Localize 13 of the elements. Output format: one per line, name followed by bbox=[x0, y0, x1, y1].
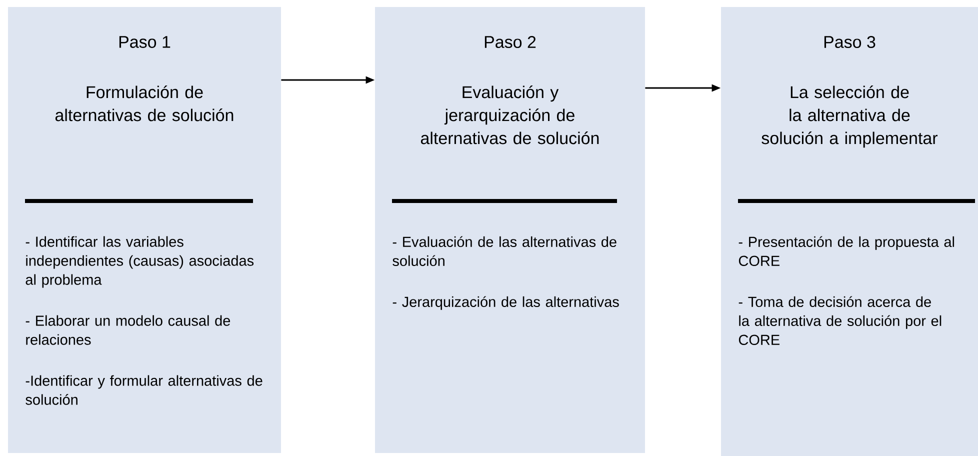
bullet-text: - Jerarquización de las alternativas bbox=[392, 296, 619, 310]
step-number: Paso 1 bbox=[119, 36, 170, 48]
bullet-text: -Identificar y formular alternativas de solución bbox=[26, 375, 262, 405]
step-number: Paso 3 bbox=[824, 36, 876, 48]
bullet-text: - Evaluación de las alternativas de solución bbox=[392, 236, 616, 266]
bullet-text: - Identificar las variables independientes (causas) asociadas al problema bbox=[26, 236, 254, 288]
step-title: La selección de la alternativa de solución a implementar bbox=[762, 86, 938, 148]
bullet-text: - Presentación de la propuesta al CORE bbox=[738, 236, 954, 266]
bullet-text: - Toma de decisión acerca de la alternativa de solución por el CORE bbox=[738, 296, 942, 346]
bullet-text: - Elaborar un modelo causal de relaciones bbox=[26, 315, 230, 345]
step-title: Evaluación y jerarquización de alternativas de solución bbox=[420, 86, 599, 144]
step-number: Paso 2 bbox=[484, 36, 536, 48]
step-title: Formulación de alternativas de solución bbox=[55, 86, 234, 122]
